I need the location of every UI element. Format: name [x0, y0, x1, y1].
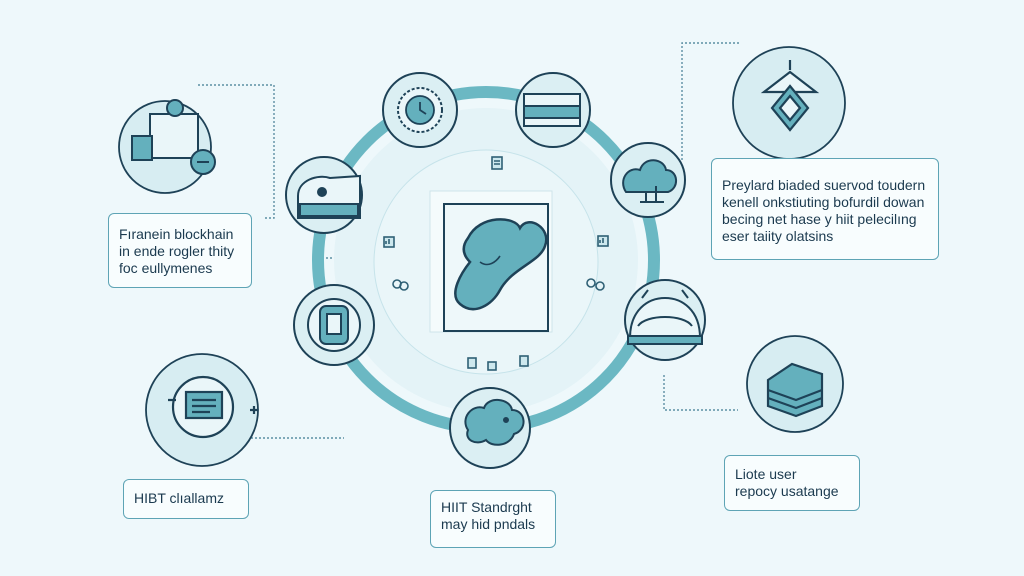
label-line: in ende rogler thity	[119, 243, 235, 259]
link-glyph-icon	[392, 279, 409, 291]
label-box-user-policy: Liote user repocy usatange	[724, 455, 860, 511]
cloud-sheep-icon	[464, 399, 525, 446]
server-stack-icon	[523, 93, 581, 127]
link-glyph-icon	[586, 278, 605, 291]
label-line: HIBT clıallamz	[134, 490, 224, 506]
document-shield-icon	[168, 375, 258, 439]
cluster-glyph-icon	[467, 355, 529, 371]
outer-node-building-stack	[746, 335, 844, 433]
ring-node-server-stack	[515, 72, 591, 148]
label-line: HIIT Standrght	[441, 499, 532, 515]
label-box-privacy: Preylard biaded suervod toudern kenell o…	[711, 158, 939, 260]
label-line: Preylard biaded suervod toudern	[722, 177, 926, 193]
label-line: Liote user	[735, 466, 797, 482]
building-stack-icon	[766, 362, 824, 418]
label-line: kenell onkstiuting bofurdil dowan	[722, 194, 925, 210]
outer-node-hanger	[732, 46, 846, 160]
outer-node-document-shield	[145, 353, 259, 467]
label-box-blockchain: Fıranein blockhain in ende rogler thity …	[108, 213, 252, 288]
label-line: foc eullymenes	[119, 260, 213, 276]
chart-glyph-icon	[597, 235, 609, 247]
connector-privacy	[681, 42, 740, 160]
gear-badge-icon	[397, 87, 443, 133]
ring-node-house-scanner	[285, 156, 363, 234]
chart-glyph-icon	[383, 236, 395, 248]
label-line: eser taiity olatsins	[722, 228, 834, 244]
cloud-tree-icon	[622, 159, 677, 203]
outer-node-person-desk	[118, 99, 216, 194]
ring-node-helmet-device	[624, 279, 706, 361]
label-line: becing net hase y hiit pelecilıng	[722, 211, 917, 227]
ring-node-cloud-tree	[610, 142, 686, 218]
ring-node-gear-badge	[382, 72, 458, 148]
label-box-standard: HIIT Standrght may hid pndals	[430, 490, 556, 548]
label-line: may hid pndals	[441, 516, 536, 532]
tooth-icon	[429, 190, 553, 333]
house-scanner-icon	[297, 174, 361, 219]
label-line: repocy usatange	[735, 483, 839, 499]
helmet-device-icon	[627, 289, 703, 345]
label-box-hibt-challenge: HIBT clıallamz	[123, 479, 249, 519]
hanger-diamond-icon	[760, 60, 820, 132]
connector-user-policy	[663, 375, 738, 411]
phone-device-icon	[307, 298, 361, 352]
ring-node-phone-device	[293, 284, 375, 366]
connector-blockchain	[198, 84, 275, 219]
person-at-desk-icon	[131, 99, 216, 175]
label-line: Fıranein blockhain	[119, 226, 234, 242]
document-glyph-icon	[491, 156, 503, 170]
small-glyph-icons	[383, 156, 609, 371]
ring-node-cloud-sheep	[449, 387, 531, 469]
